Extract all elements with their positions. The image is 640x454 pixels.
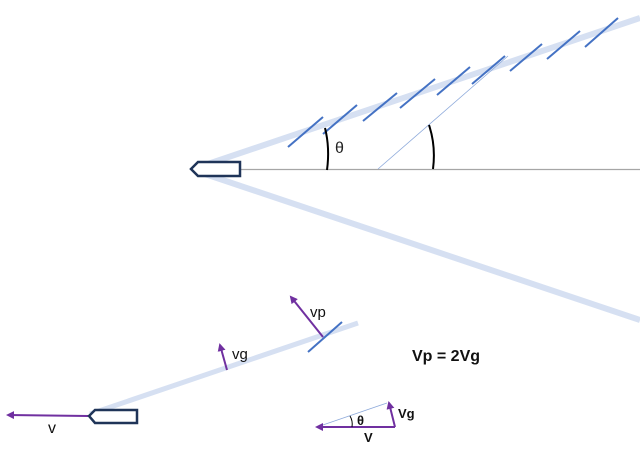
triangle-v-label: V: [364, 430, 373, 445]
vp-label: vp: [310, 304, 326, 321]
wave-crest: [471, 55, 506, 85]
boat-icon: [87, 408, 139, 425]
lower-wake-line: [195, 168, 640, 323]
wave-crest: [399, 78, 436, 109]
boat-icon: [189, 160, 242, 178]
vp-arrow: [289, 295, 324, 338]
angle-arc: [324, 127, 330, 171]
wave-crest: [307, 321, 343, 353]
hypotenuse: [316, 402, 388, 428]
v-arrow: [6, 411, 89, 420]
wave-crest: [287, 116, 324, 148]
wave-crest: [546, 30, 581, 60]
wave-crests: [287, 17, 619, 148]
triangle-vg-label: Vg: [398, 406, 415, 421]
wave-crest: [584, 17, 619, 48]
bottom-wake-diagram: v vg vp Vp = 2Vg θ V Vg: [6, 295, 480, 445]
wave-crest: [509, 43, 543, 72]
wave-crest: [436, 66, 471, 96]
vg-arrow: [217, 343, 228, 371]
v-label: v: [48, 420, 56, 437]
vg-label: vg: [232, 346, 248, 363]
triangle-angle-arc: [349, 415, 353, 428]
top-wake-diagram: θ: [189, 15, 640, 323]
theta-label: θ: [335, 140, 344, 157]
wave-crest: [322, 104, 358, 135]
angle-arc-2: [428, 124, 435, 170]
equation: Vp = 2Vg: [412, 348, 480, 365]
wave-direction-line: [377, 55, 509, 170]
triangle-theta-label: θ: [357, 413, 364, 428]
velocity-triangle: θ V Vg: [315, 401, 415, 445]
triangle-vg-arrow: [386, 401, 396, 428]
wake-line: [89, 320, 359, 417]
wave-crest: [362, 92, 398, 122]
